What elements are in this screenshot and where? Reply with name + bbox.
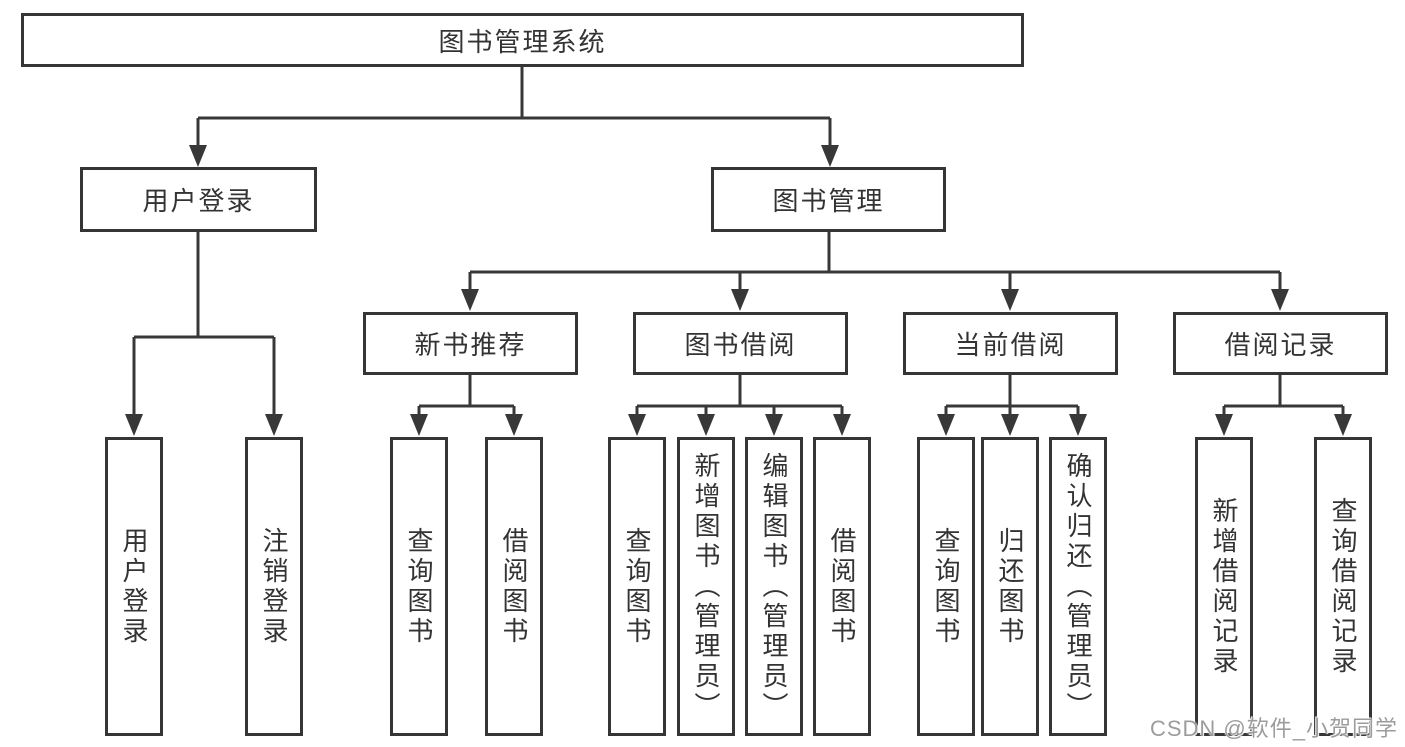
node-book-management-system: 图书管理系统 xyxy=(21,13,1024,67)
leaf-query-books-borrow: 查询图书 xyxy=(608,437,666,736)
csdn-watermark: CSDN @软件_小贺同学 xyxy=(1149,716,1398,741)
node-borrow-records: 借阅记录 xyxy=(1173,312,1388,375)
node-label: 注销登录 xyxy=(259,526,289,647)
node-label: 查询图书 xyxy=(404,526,434,647)
node-label: 编辑图书（管理员） xyxy=(759,451,789,722)
connector-userlogin-to-leaves xyxy=(132,232,276,416)
arrowhead xyxy=(1215,414,1352,436)
leaf-query-borrow-record: 查询借阅记录 xyxy=(1314,437,1372,736)
arrowhead xyxy=(461,289,1289,311)
connector-currentborrow-to-leaves xyxy=(944,375,1080,416)
connector-newbook-to-leaves xyxy=(417,375,516,416)
node-label: 新增图书（管理员） xyxy=(691,451,721,722)
connector-bookborrow-to-leaves xyxy=(635,375,844,416)
leaf-borrow-books-recommend: 借阅图书 xyxy=(485,437,543,736)
node-label: 查询借阅记录 xyxy=(1328,496,1358,677)
node-label: 查询图书 xyxy=(931,526,961,647)
arrowhead xyxy=(937,414,1087,436)
node-label: 用户登录 xyxy=(142,186,255,216)
leaf-add-books-admin: 新增图书（管理员） xyxy=(677,437,735,736)
node-label: 图书管理 xyxy=(772,186,885,216)
arrowhead xyxy=(189,145,839,167)
leaf-logout: 注销登录 xyxy=(245,437,303,736)
leaf-user-login: 用户登录 xyxy=(105,437,163,736)
leaf-confirm-return-admin: 确认归还（管理员） xyxy=(1049,437,1107,736)
connector-borrowrecords-to-leaves xyxy=(1222,375,1345,416)
node-label: 归还图书 xyxy=(995,526,1025,647)
leaf-return-books: 归还图书 xyxy=(981,437,1039,736)
connector-root-to-level2 xyxy=(196,67,832,147)
leaf-query-books-current: 查询图书 xyxy=(917,437,975,736)
leaf-add-borrow-record: 新增借阅记录 xyxy=(1195,437,1253,736)
node-label: 图书管理系统 xyxy=(438,26,607,57)
node-label: 借阅图书 xyxy=(499,526,529,647)
node-label: 当前借阅 xyxy=(954,330,1067,360)
node-label: 查询图书 xyxy=(622,526,652,647)
node-label: 借阅记录 xyxy=(1224,330,1337,360)
node-user-login: 用户登录 xyxy=(80,167,317,232)
node-label: 用户登录 xyxy=(119,526,149,647)
arrowhead xyxy=(628,414,851,436)
arrowhead xyxy=(125,414,283,436)
node-book-borrow: 图书借阅 xyxy=(633,312,848,375)
leaf-edit-books-admin: 编辑图书（管理员） xyxy=(745,437,803,736)
node-label: 确认归还（管理员） xyxy=(1063,451,1093,722)
node-current-borrow: 当前借阅 xyxy=(903,312,1118,375)
node-label: 借阅图书 xyxy=(827,526,857,647)
node-book-management: 图书管理 xyxy=(711,167,946,232)
node-label: 图书借阅 xyxy=(684,330,797,360)
arrowhead xyxy=(410,414,523,436)
connector-bookmgmt-to-level3 xyxy=(468,232,1282,291)
node-label: 新书推荐 xyxy=(414,330,527,360)
node-label: 新增借阅记录 xyxy=(1209,496,1239,677)
node-new-book-recommend: 新书推荐 xyxy=(363,312,578,375)
leaf-query-books-recommend: 查询图书 xyxy=(390,437,448,736)
leaf-borrow-books: 借阅图书 xyxy=(813,437,871,736)
